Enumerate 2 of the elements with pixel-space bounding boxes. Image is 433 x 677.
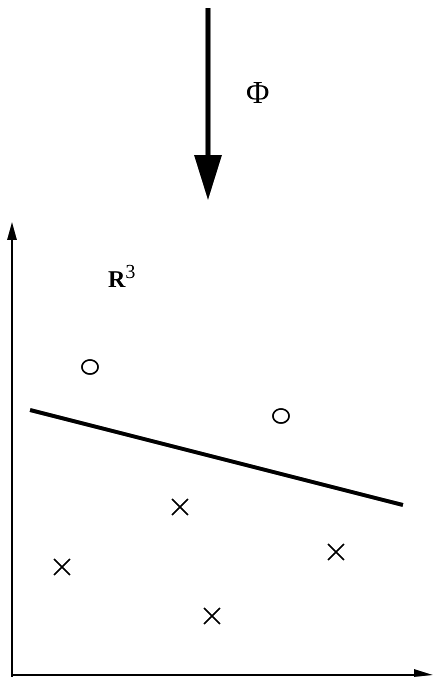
space-label: R$^{3}$: [108, 262, 136, 292]
mapping-label: Φ: [246, 76, 270, 108]
